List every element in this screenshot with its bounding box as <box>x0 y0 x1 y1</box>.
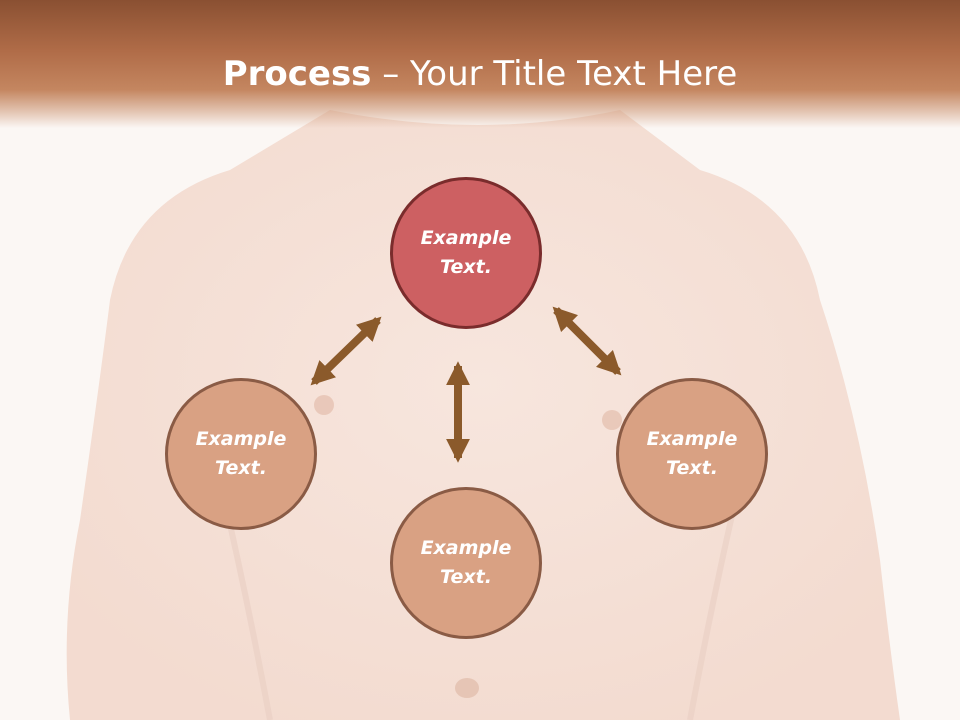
node-left: Example Text. <box>165 378 317 530</box>
node-right-label: Example Text. <box>646 428 738 479</box>
node-top: Example Text. <box>390 177 542 329</box>
right-nipple <box>602 410 622 430</box>
node-top-label: Example Text. <box>420 227 512 278</box>
node-right: Example Text. <box>616 378 768 530</box>
title-band <box>0 0 960 128</box>
navel <box>455 678 479 698</box>
node-bottom-label: Example Text. <box>420 537 512 588</box>
slide-title: Process – Your Title Text Here <box>0 52 960 96</box>
torso-silhouette <box>66 110 900 720</box>
arrow-top-right <box>552 306 622 376</box>
left-nipple <box>314 395 334 415</box>
arrow-top-left <box>310 316 382 386</box>
node-bottom: Example Text. <box>390 487 542 639</box>
title-bold: Process <box>222 54 372 94</box>
title-rest: – Your Title Text Here <box>371 54 738 94</box>
node-left-label: Example Text. <box>195 428 287 479</box>
